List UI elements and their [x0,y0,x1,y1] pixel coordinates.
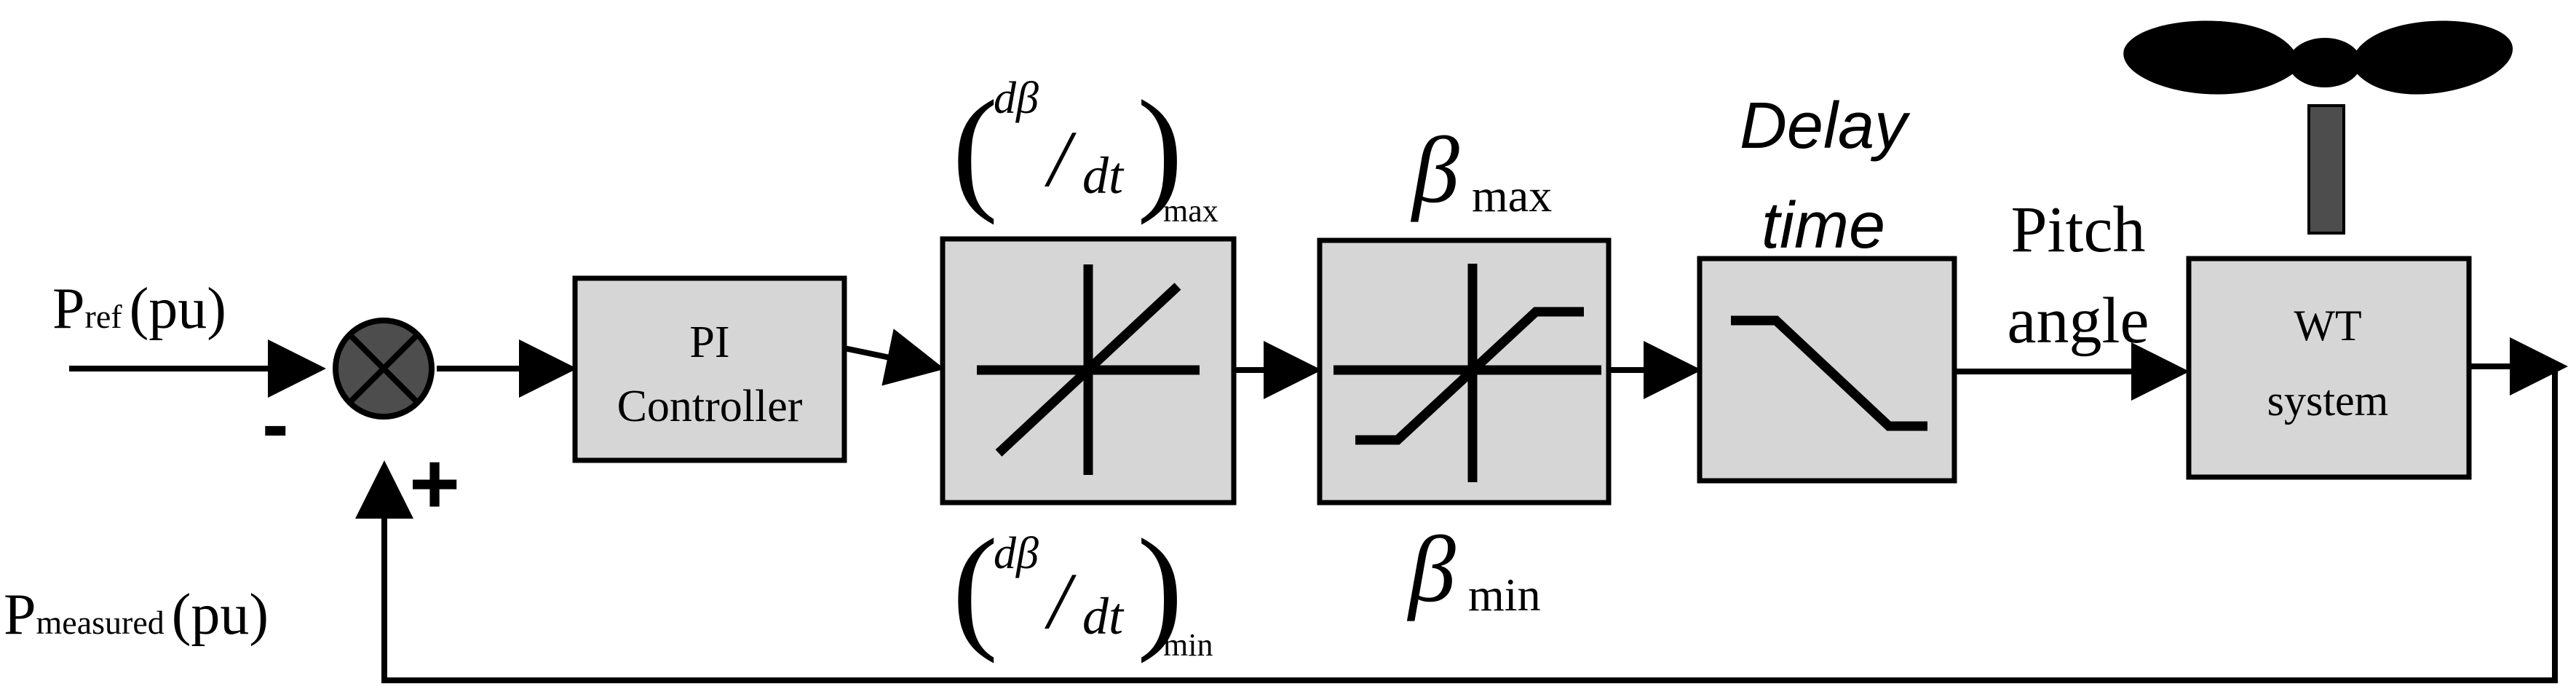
pi-controller-block [572,275,847,463]
delay-block [1697,256,1957,484]
svg-text:max: max [1163,193,1218,229]
svg-text:max: max [1472,170,1552,221]
delay-label-line2: time [1761,189,1885,262]
wt-label-line1: WT [2294,302,2361,350]
svg-text:/: / [1044,557,1077,645]
minus-sign: - [262,380,289,469]
svg-text:dt: dt [1082,146,1125,205]
pi-to-rate-arrow [844,329,945,386]
pi-label-line2: Controller [617,382,803,431]
p-measured-label: Pmeasured(pu) [4,583,269,647]
pi-label-line1: PI [689,318,729,367]
svg-text:β: β [1410,118,1459,223]
summing-junction-icon [333,318,435,420]
feedback-path [355,366,2558,683]
pitch-label-line1: Pitch [2010,194,2145,266]
delay-label-line1: Delay [1740,90,1911,162]
rate-min-label: ( dβ / dt ) min [952,511,1213,664]
svg-text:/: / [1044,114,1077,203]
svg-text:dβ: dβ [994,529,1039,578]
rate-max-label: ( dβ / dt ) max [952,73,1218,229]
pitch-label-line2: angle [2008,285,2149,357]
svg-text:min: min [1468,569,1541,621]
wt-label-line2: system [2267,377,2389,425]
plus-sign: + [409,435,460,532]
beta-max-label: β max [1410,118,1552,223]
saturation-icon [1333,264,1601,482]
wt-system-block [2186,256,2472,480]
p-ref-label: Pref(pu) [52,277,226,341]
beta-min-label: β min [1406,517,1541,622]
svg-text:dt: dt [1082,587,1125,645]
svg-text:(: ( [952,511,998,664]
svg-text:): ) [1137,511,1183,664]
svg-text:min: min [1163,627,1213,663]
svg-text:β: β [1406,517,1456,622]
svg-text:(: ( [952,73,998,226]
rate-limiter-icon [977,264,1200,475]
svg-text:): ) [1137,73,1183,226]
wind-turbine-icon [2123,20,2513,235]
delay-icon [1731,315,1927,431]
svg-text:dβ: dβ [994,74,1039,123]
